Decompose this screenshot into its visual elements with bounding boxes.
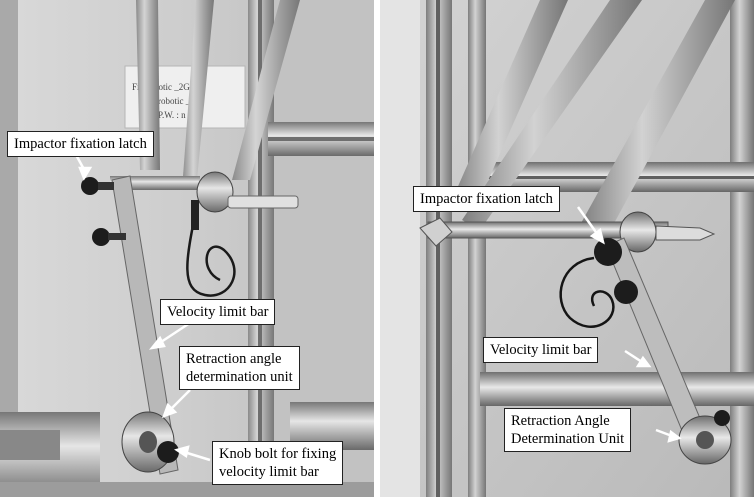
horizontal-extrusion-lower: [480, 372, 754, 406]
label-velocity-limit-bar: Velocity limit bar: [483, 337, 599, 363]
label-knob-bolt: Knob bolt for fixing velocity limit bar: [212, 441, 344, 485]
left-wall-column: [380, 0, 420, 497]
right-arrows: [576, 206, 682, 443]
right-photo-panel: Impactor fixation latch Velocity limit b…: [380, 0, 754, 497]
label-retraction-line2: determination unit: [186, 369, 293, 385]
arrowhead-knob-bolt: [174, 445, 190, 459]
upright-tube-left: [136, 0, 160, 170]
latch-stem: [98, 182, 114, 190]
base-rig-block: [0, 430, 60, 460]
arrowhead-velocity-bar: [148, 335, 166, 350]
label-retraction-angle-unit: Retraction angle determination unit: [179, 346, 300, 390]
label-velocity-limit-bar-text: Velocity limit bar: [167, 304, 269, 320]
left-edge-shadow: [0, 0, 18, 497]
left-photo: Fi : robotic _2G robotic _5G P.W. : n a: [0, 0, 374, 497]
label-velocity-limit-bar-text: Velocity limit bar: [490, 342, 592, 358]
cable: [559, 256, 615, 328]
arrowhead-impactor-latch: [78, 166, 93, 181]
secondary-knob-stem: [108, 233, 126, 240]
secondary-knob: [92, 228, 110, 246]
arrow-impactor-latch: [576, 206, 600, 236]
label-impactor-fixation-latch: Impactor fixation latch: [7, 131, 154, 157]
retraction-unit-hub: [139, 431, 157, 453]
arrow-velocity-bar: [624, 349, 643, 364]
label-impactor-fixation-latch-text: Impactor fixation latch: [420, 191, 553, 207]
wall-sign-line2: robotic _5G: [158, 96, 202, 106]
label-impactor-fixation-latch: Impactor fixation latch: [413, 186, 560, 212]
floor: [0, 482, 374, 497]
impactor-tip: [655, 225, 716, 241]
label-retraction-line2: Determination Unit: [511, 431, 625, 447]
wall-sign-line3: P.W. : n a: [158, 110, 192, 120]
diagonal-tube-mid: [462, 0, 642, 230]
sensor-connector: [191, 200, 199, 230]
diagonal-tube-left: [452, 0, 568, 210]
upright-tube-mid: [182, 0, 214, 190]
velocity-limit-bar: [111, 175, 179, 475]
extrusion-slot-left: [436, 0, 440, 497]
impactor-cylinder: [196, 171, 234, 213]
panel-divider: [374, 0, 380, 497]
arrowhead-retraction-unit: [161, 402, 178, 419]
label-retraction-line1: Retraction Angle: [511, 413, 610, 429]
wall-sign-line1: Fi : robotic _2G: [132, 82, 190, 92]
vertical-extrusion-inner: [468, 0, 486, 497]
arrow-knob-bolt: [183, 450, 211, 462]
label-impactor-fixation-latch-text: Impactor fixation latch: [14, 136, 147, 152]
impactor-latch-knob: [81, 177, 99, 195]
retraction-unit-hub: [696, 431, 714, 449]
label-knob-line1: Knob bolt for fixing: [219, 446, 337, 462]
diagonal-tube-right: [580, 0, 735, 240]
impactor-handle: [227, 195, 299, 209]
horizontal-slot-top: [268, 137, 374, 141]
retraction-unit-knob: [714, 410, 730, 426]
impactor-shaft: [110, 176, 200, 190]
left-photo-panel: Fi : robotic _2G robotic _5G P.W. : n a: [0, 0, 374, 497]
vertical-extrusion-right: [730, 0, 754, 497]
label-velocity-limit-bar: Velocity limit bar: [160, 299, 276, 325]
extrusion-slot: [258, 0, 262, 497]
diagonal-tube: [232, 0, 300, 180]
arrowhead-impactor-latch: [589, 227, 605, 245]
arrowhead-retraction-unit: [667, 429, 682, 443]
label-retraction-angle-unit: Retraction Angle Determination Unit: [504, 408, 632, 452]
arrowhead-velocity-bar: [635, 355, 652, 368]
right-photo: [380, 0, 754, 497]
label-retraction-line1: Retraction angle: [186, 351, 282, 367]
knob-bolt: [157, 441, 179, 463]
shaft-end-bracket: [419, 217, 453, 247]
secondary-knob: [614, 280, 638, 304]
impactor-latch-knob: [594, 238, 622, 266]
label-knob-line2: velocity limit bar: [219, 464, 319, 480]
cable: [186, 209, 236, 297]
arrow-retraction-unit: [169, 389, 191, 411]
